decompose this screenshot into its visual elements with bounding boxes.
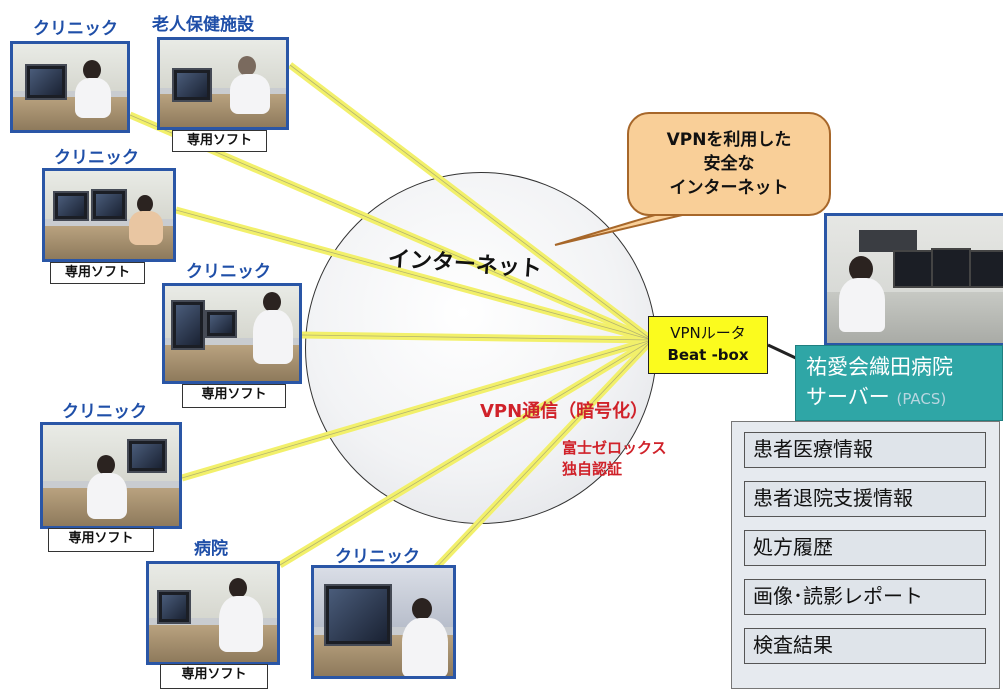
nursing-home-photo xyxy=(157,37,289,130)
callout-line-1: VPNを利用した xyxy=(666,130,792,150)
server-room-photo xyxy=(824,213,1003,346)
site-label-clinic-4: クリニック xyxy=(62,402,147,422)
soft-label-clinic-2: 専用ソフト xyxy=(50,262,145,284)
soft-label-nursing-home: 専用ソフト xyxy=(172,130,267,152)
vpn-encryption-label: VPN通信（暗号化） xyxy=(480,401,649,422)
info-item-imaging-report: 画像･読影レポート xyxy=(744,579,986,615)
fuji-xerox-label: 富士ゼロックス xyxy=(562,439,667,457)
soft-label-hospital: 専用ソフト xyxy=(160,664,268,689)
soft-label-clinic-4: 専用ソフト xyxy=(48,528,154,552)
router-line-2: Beat -box xyxy=(667,346,749,364)
hospital-server: 祐愛会織田病院 サーバー (PACS) xyxy=(795,345,1003,421)
soft-label-clinic-3: 専用ソフト xyxy=(182,384,286,408)
site-label-clinic-3: クリニック xyxy=(186,262,271,282)
hospital-photo xyxy=(146,561,280,665)
clinic-photo xyxy=(162,283,302,384)
clinic-photo xyxy=(311,565,456,679)
site-label-clinic-1: クリニック xyxy=(33,19,118,39)
info-item-test-results: 検査結果 xyxy=(744,628,986,664)
vpn-router: VPNルータ Beat -box xyxy=(648,316,768,374)
callout-line-2: 安全な xyxy=(703,154,755,174)
callout-line-3: インターネット xyxy=(669,178,789,198)
site-label-nursing-home: 老人保健施設 xyxy=(152,15,254,35)
router-line-1: VPNルータ xyxy=(670,324,746,342)
internet-cloud xyxy=(305,172,657,524)
info-item-patient-medical: 患者医療情報 xyxy=(744,432,986,468)
clinic-photo xyxy=(42,168,176,262)
info-item-discharge-support: 患者退院支援情報 xyxy=(744,481,986,517)
vpn-callout: VPNを利用した 安全な インターネット xyxy=(627,112,831,216)
info-item-prescription-history: 処方履歴 xyxy=(744,530,986,566)
clinic-photo xyxy=(10,41,130,133)
server-data-panel: 患者医療情報 患者退院支援情報 処方履歴 画像･読影レポート 検査結果 xyxy=(731,421,1000,689)
server-type: サーバー xyxy=(806,385,890,409)
callout-pointer xyxy=(554,211,696,246)
site-label-clinic-2: クリニック xyxy=(54,148,139,168)
clinic-photo xyxy=(40,422,182,529)
site-label-hospital: 病院 xyxy=(194,539,228,559)
site-label-clinic-5: クリニック xyxy=(335,547,420,567)
pacs-label: (PACS) xyxy=(896,390,947,408)
server-name: 祐愛会織田病院 xyxy=(806,355,953,379)
auth-label: 独自認証 xyxy=(562,460,623,478)
router-server-link xyxy=(767,343,801,362)
